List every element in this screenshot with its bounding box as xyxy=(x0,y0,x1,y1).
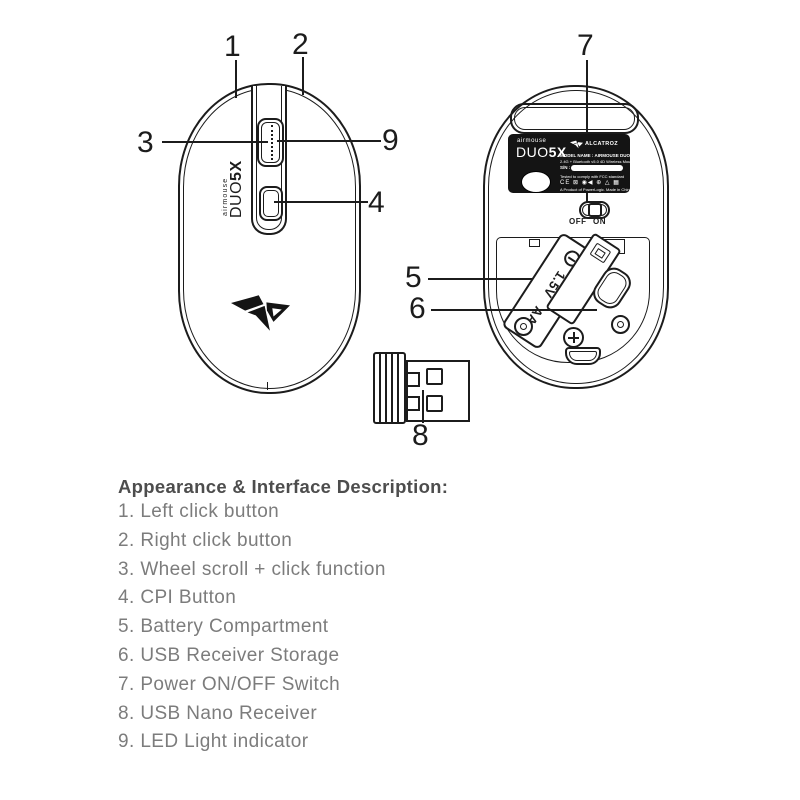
brand-model: DUO5X xyxy=(228,160,245,218)
callout-3-label: 3 xyxy=(137,126,154,159)
label-spec-line: 2.4G + Bluetooth v5.0 4D Wireless Mouse xyxy=(560,159,635,164)
usb-receiver-cap xyxy=(373,352,406,424)
usb-receiver-shield xyxy=(406,360,470,422)
callout-7-label: 7 xyxy=(577,29,594,62)
callout-8-line xyxy=(422,390,424,423)
callout-2-line xyxy=(302,57,304,95)
callout-8-label: 8 xyxy=(412,419,429,452)
sensor-window xyxy=(521,171,551,193)
callout-1-line xyxy=(235,60,237,98)
label-sn-text: S/N : xyxy=(560,165,571,170)
callout-2-label: 2 xyxy=(292,28,309,61)
label-fcc-line: Tested to comply with FCC standard xyxy=(560,174,625,179)
screw-right-icon xyxy=(611,315,630,334)
description-item-1: 1. Left click button xyxy=(118,501,280,522)
callout-9-line xyxy=(277,140,381,142)
product-info-label: airmouse DUO5X ALCATROZ MODEL NAME : AIR… xyxy=(508,134,637,193)
usb-contact-icon xyxy=(426,395,443,412)
power-switch-knob xyxy=(588,203,602,217)
callout-4-label: 4 xyxy=(368,186,385,219)
description-item-4: 4. CPI Button xyxy=(118,587,237,609)
description-list: 1. Left click button 2. Right click butt… xyxy=(118,501,386,760)
screw-center-icon xyxy=(563,327,584,348)
label-origin-line: A Product of PowerLogic. Made in China xyxy=(560,187,632,192)
compartment-notch-left xyxy=(529,239,540,247)
label-model-line: MODEL NAME : AIRMOUSE DUO 5X xyxy=(560,153,637,158)
description-item-8: 8. USB Nano Receiver xyxy=(118,702,318,724)
callout-5-label: 5 xyxy=(405,261,422,294)
usb-contact-icon xyxy=(426,368,443,385)
description-item-2: 2. Right click button xyxy=(118,529,293,551)
callout-1-label: 1 xyxy=(224,30,241,63)
alcatroz-logo-small-icon xyxy=(570,140,583,149)
brand-text-top-view: airmouse DUO5X xyxy=(222,158,252,218)
glide-pad xyxy=(510,103,639,134)
callout-3-line xyxy=(162,141,268,143)
callout-4-line xyxy=(274,201,368,203)
alcatroz-logo-icon xyxy=(231,295,290,331)
switch-on-label: ON xyxy=(593,217,606,226)
screw-left-icon xyxy=(514,317,533,336)
label-cert-icons: CE ⊠ ◉◀ ⊕ △ ▦ xyxy=(560,180,620,186)
bottom-latch xyxy=(565,347,601,365)
cpi-button xyxy=(259,186,283,221)
callout-9-label: 9 xyxy=(382,124,399,157)
description-item-5: 5. Battery Compartment xyxy=(118,616,329,638)
description-item-7: 7. Power ON/OFF Switch xyxy=(118,673,341,695)
label-brand-prefix: airmouse xyxy=(517,138,547,144)
callout-6-line xyxy=(431,309,597,311)
callout-5-line xyxy=(428,278,533,280)
label-brand-model: DUO5X xyxy=(516,144,567,160)
mouse-bottom-view xyxy=(483,85,669,389)
label-sn-field xyxy=(571,165,623,171)
bottom-seam-tick xyxy=(267,382,268,390)
callout-7-line xyxy=(586,60,588,202)
description-item-9: 9. LED Light indicator xyxy=(118,731,309,753)
label-logo-text: ALCATROZ xyxy=(585,141,619,147)
description-heading: Appearance & Interface Description: xyxy=(118,476,449,497)
usb-spring-tab-icon xyxy=(406,372,420,387)
description-item-3: 3. Wheel scroll + click function xyxy=(118,558,386,580)
switch-off-label: OFF xyxy=(569,217,587,226)
description-item-6: 6. USB Receiver Storage xyxy=(118,644,340,666)
stored-receiver-end xyxy=(589,242,612,264)
usb-spring-tab-icon xyxy=(406,396,420,411)
callout-6-label: 6 xyxy=(409,292,426,325)
